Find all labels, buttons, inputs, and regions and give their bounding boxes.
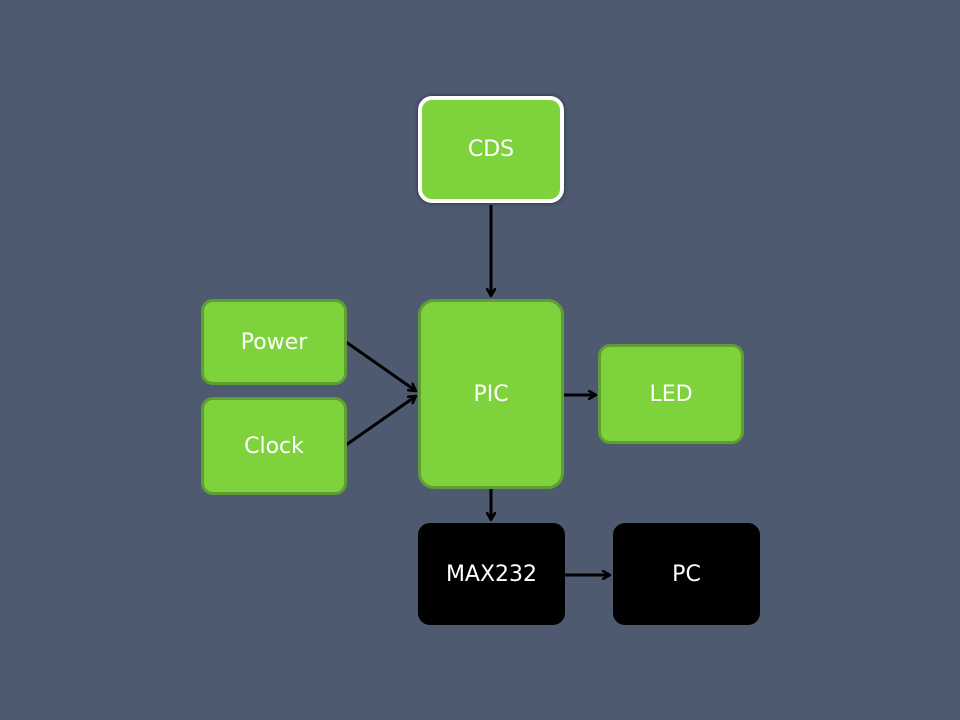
pc-label: PC — [672, 561, 701, 587]
max232-label: MAX232 — [445, 561, 538, 587]
pic-label: PIC — [473, 381, 509, 407]
clock-block: Clock — [201, 397, 347, 495]
pc-block: PC — [613, 523, 760, 625]
led-block: LED — [598, 344, 744, 444]
arrow-power-to-pic — [345, 340, 416, 391]
power-block: Power — [201, 299, 347, 385]
led-label: LED — [649, 381, 693, 407]
cds-label: CDS — [467, 137, 515, 162]
max232-block: MAX232 — [418, 523, 565, 625]
arrow-clock-to-pic — [345, 396, 416, 447]
cds-block: CDS — [418, 96, 564, 203]
pic-block: PIC — [418, 299, 564, 489]
power-label: Power — [240, 329, 308, 355]
clock-label: Clock — [244, 433, 304, 459]
